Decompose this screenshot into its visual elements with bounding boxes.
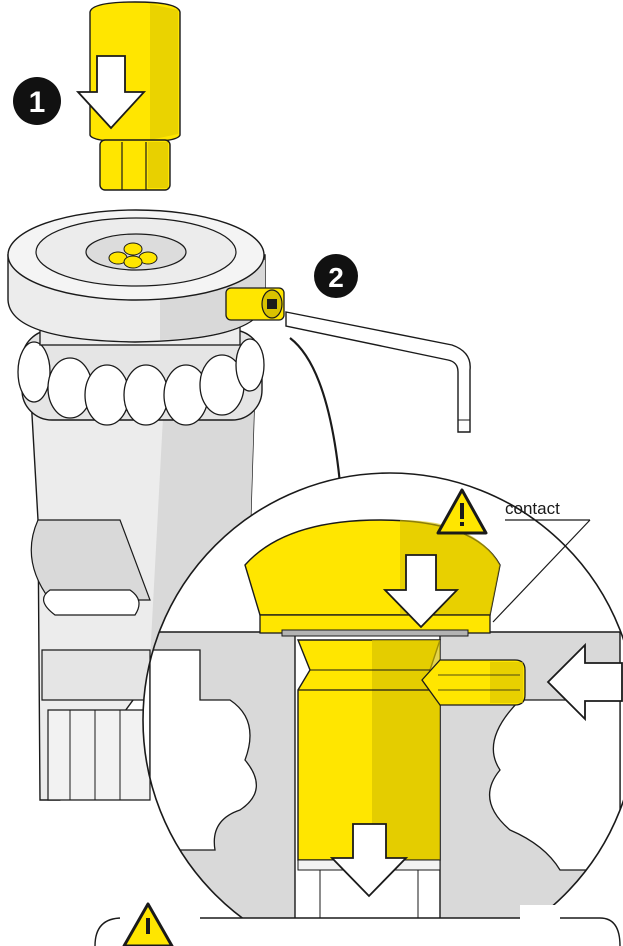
hex-key [285,311,471,433]
detail-view [142,472,623,946]
down-arrow-cap [382,554,460,629]
svg-text:contact: contact [505,499,560,518]
svg-text:2: 2 [328,262,344,293]
set-screw [225,287,285,321]
svg-text:1: 1 [29,86,46,119]
step-2-marker: 2 [314,254,358,298]
warning-triangle-icon [436,488,488,535]
step-1-marker: 1 [13,77,61,125]
down-arrow-shaft [329,823,409,898]
down-arrow-insert [75,55,147,130]
warning-triangle-icon [122,902,174,946]
left-arrow-screw [546,642,623,722]
main-housing [7,209,266,801]
contact-callout: contact [492,499,591,623]
